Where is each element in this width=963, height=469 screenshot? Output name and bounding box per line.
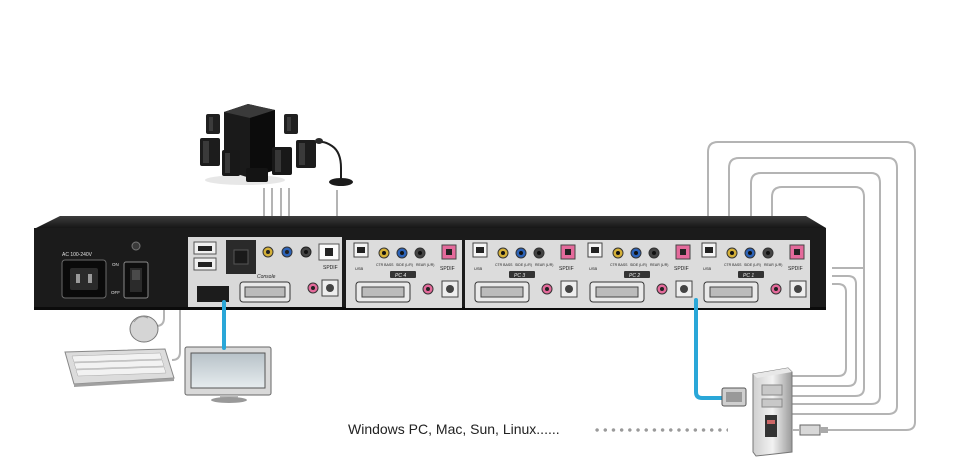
switch-off-label: OFF — [111, 290, 120, 295]
pc-name-badge — [509, 271, 535, 278]
computer-tower — [752, 367, 793, 457]
rear-label: REAR (L/R) — [764, 263, 782, 267]
usb-label: USB — [589, 266, 598, 271]
pc-name-label: PC 2 — [629, 273, 640, 279]
pc-name-label: PC 4 — [395, 273, 406, 279]
usb-label: USB — [703, 266, 712, 271]
side-label: SIDE (L/R) — [630, 263, 647, 267]
speaker-system — [200, 104, 316, 185]
pc-name-label: PC 3 — [514, 273, 525, 279]
keyboard — [64, 348, 175, 387]
console-spdif-label: SPDIF — [323, 265, 338, 271]
dvi-cables — [222, 298, 724, 400]
console-label: Console — [257, 274, 276, 280]
mouse — [129, 315, 159, 343]
side-label: SIDE (L/R) — [515, 263, 532, 267]
ctr-bass-label: CTR BASS — [610, 263, 628, 267]
rear-label: REAR (L/R) — [535, 263, 553, 267]
rear-label: REAR (L/R) — [650, 263, 668, 267]
pc-name-badge — [738, 271, 764, 278]
rear-label: REAR (L/R) — [416, 263, 434, 267]
ctr-bass-label: CTR BASS — [376, 263, 394, 267]
side-label: SIDE (L/R) — [744, 263, 761, 267]
os-compatibility-caption: Windows PC, Mac, Sun, Linux...... — [348, 421, 560, 437]
kvm-switch: AC 100-240V ON OFF — [34, 216, 826, 310]
dvi-connector — [721, 387, 747, 407]
switch-on-label: ON — [112, 262, 119, 267]
monitor — [184, 346, 272, 403]
pc-cable-loops — [707, 141, 916, 431]
ctr-bass-label: CTR BASS — [724, 263, 742, 267]
usb-label: USB — [474, 266, 483, 271]
spdif-label: SPDIF — [788, 266, 803, 272]
power-label: AC 100-240V — [62, 252, 93, 258]
spdif-label: SPDIF — [674, 266, 689, 272]
usb-label: USB — [355, 266, 364, 271]
spdif-label: SPDIF — [440, 266, 455, 272]
dotted-connector — [593, 427, 728, 433]
ctr-bass-label: CTR BASS — [495, 263, 513, 267]
console-panel: SPDIF Console — [188, 237, 342, 307]
power-section: AC 100-240V ON OFF — [61, 241, 149, 299]
spdif-label: SPDIF — [559, 266, 574, 272]
pc-name-label: PC 1 — [743, 273, 754, 279]
side-label: SIDE (L/R) — [396, 263, 413, 267]
usb-plug — [792, 424, 828, 436]
pc-name-badge — [624, 271, 650, 278]
pc-name-badge — [390, 271, 416, 278]
audio-cables — [263, 188, 338, 216]
microphone — [315, 138, 353, 186]
